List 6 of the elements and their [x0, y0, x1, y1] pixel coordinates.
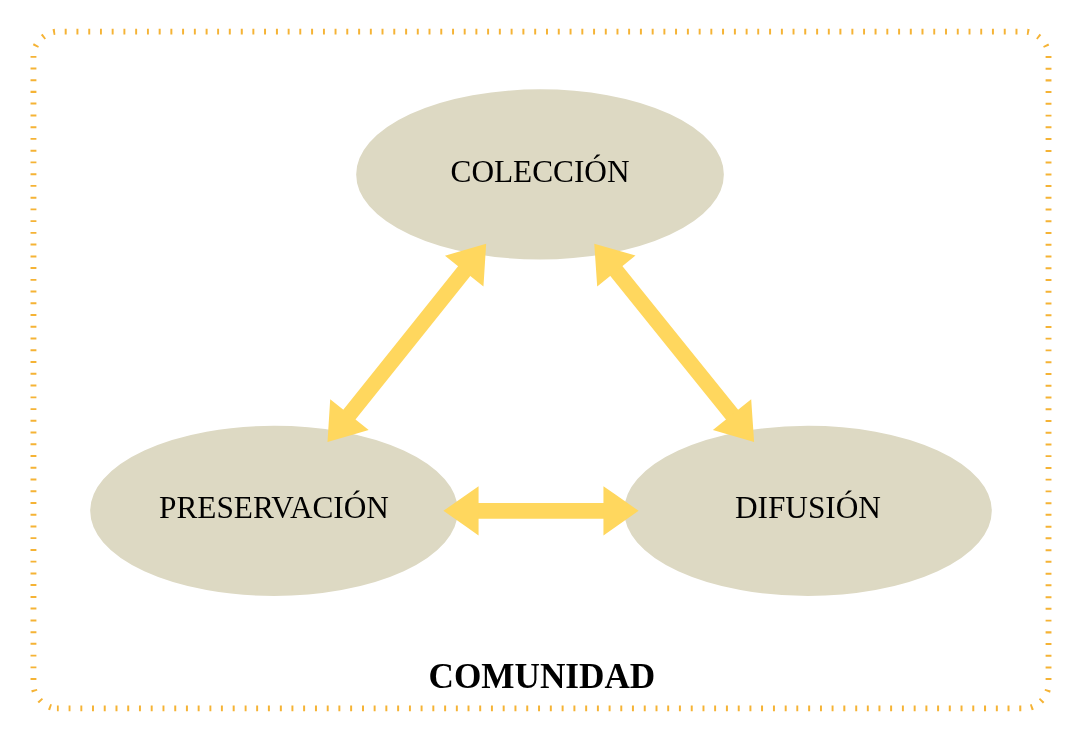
arrow: [442, 486, 639, 536]
node-ellipse: COLECCIÓN: [355, 89, 724, 260]
node-ellipse: PRESERVACIÓN: [89, 425, 458, 596]
arrow: [327, 243, 486, 443]
node-ellipse: DIFUSIÓN: [623, 425, 992, 596]
arrow: [593, 243, 754, 442]
